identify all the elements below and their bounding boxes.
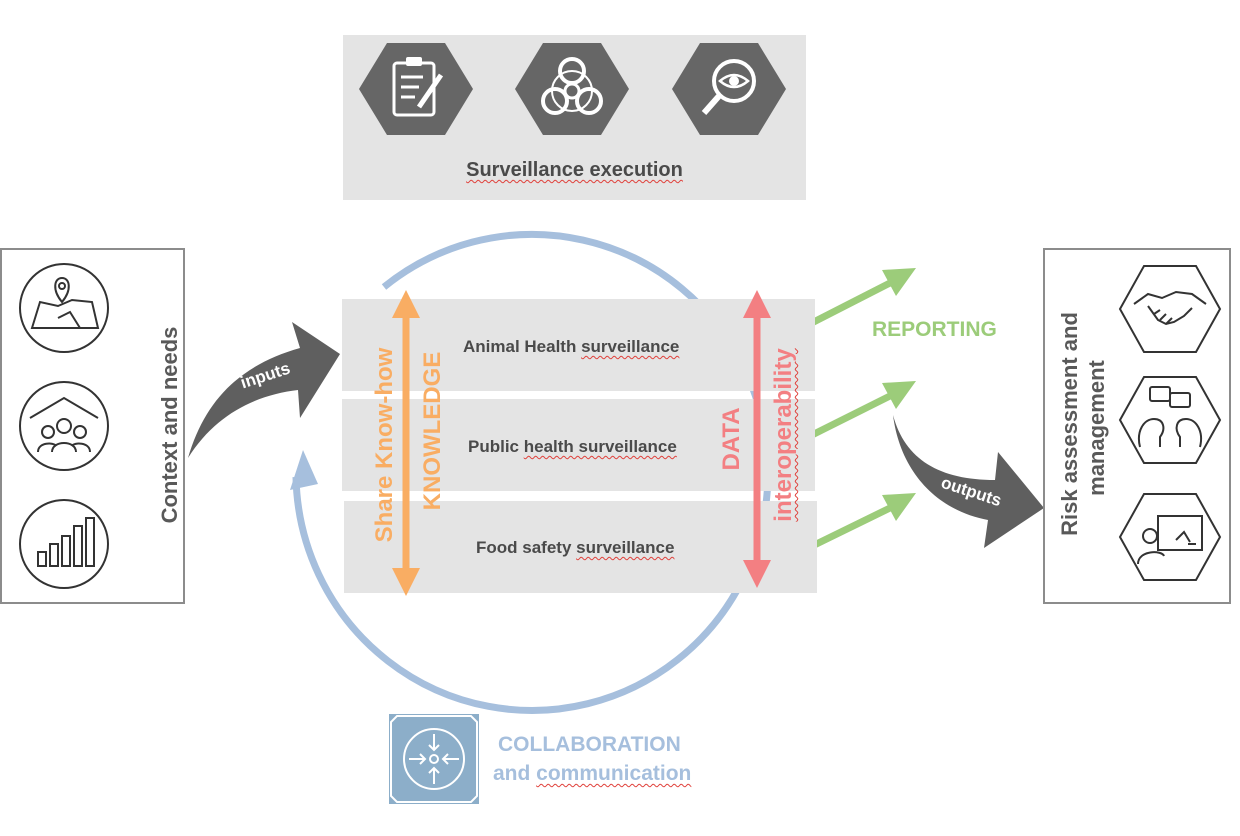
- public-health-label: Public health surveillance: [468, 437, 677, 456]
- knowledge-text: KNOWLEDGE: [419, 351, 446, 511]
- collaboration-line2: and communication: [493, 762, 692, 785]
- dialogue-heads-icon: [1118, 376, 1222, 464]
- presentation-icon: [1118, 493, 1222, 581]
- risk-assessment-line1: Risk assessment and: [1057, 312, 1082, 536]
- community-house-icon: [19, 381, 109, 471]
- animal-health-label: Animal Health surveillance: [463, 337, 680, 356]
- collaboration-icon: [389, 714, 479, 804]
- animal-health-row: [342, 299, 815, 391]
- execution-panel: Surveillance execution: [343, 35, 806, 200]
- food-safety-row: [344, 501, 817, 593]
- data-double-arrow: [743, 290, 771, 588]
- knowledge-double-arrow: [392, 290, 420, 596]
- inputs-arrow: [188, 322, 340, 458]
- food-safety-label: Food safety surveillance: [476, 538, 675, 557]
- biohazard-icon: [515, 43, 629, 135]
- interoperability-text: interoperability: [770, 348, 797, 522]
- bar-chart-icon: [19, 499, 109, 589]
- data-text: DATA: [718, 407, 745, 471]
- execution-title: Surveillance execution: [466, 159, 683, 181]
- handshake-icon: [1118, 265, 1222, 353]
- collaboration-cycle-arrowhead: [290, 450, 318, 490]
- public-health-row: [342, 399, 815, 491]
- collaboration-line1: COLLABORATION: [498, 733, 681, 756]
- share-know-how-text: Share Know-how: [371, 347, 398, 543]
- magnifier-eye-icon: [672, 43, 786, 135]
- risk-assessment-line2: management: [1084, 360, 1109, 496]
- map-pin-icon: [19, 263, 109, 353]
- context-needs-title: Context and needs: [157, 326, 182, 524]
- reporting-label: REPORTING: [872, 318, 997, 341]
- clipboard-icon: [359, 43, 473, 135]
- context-needs-panel: [0, 248, 185, 604]
- risk-assessment-panel: [1043, 248, 1231, 604]
- outputs-arrow: [893, 415, 1044, 548]
